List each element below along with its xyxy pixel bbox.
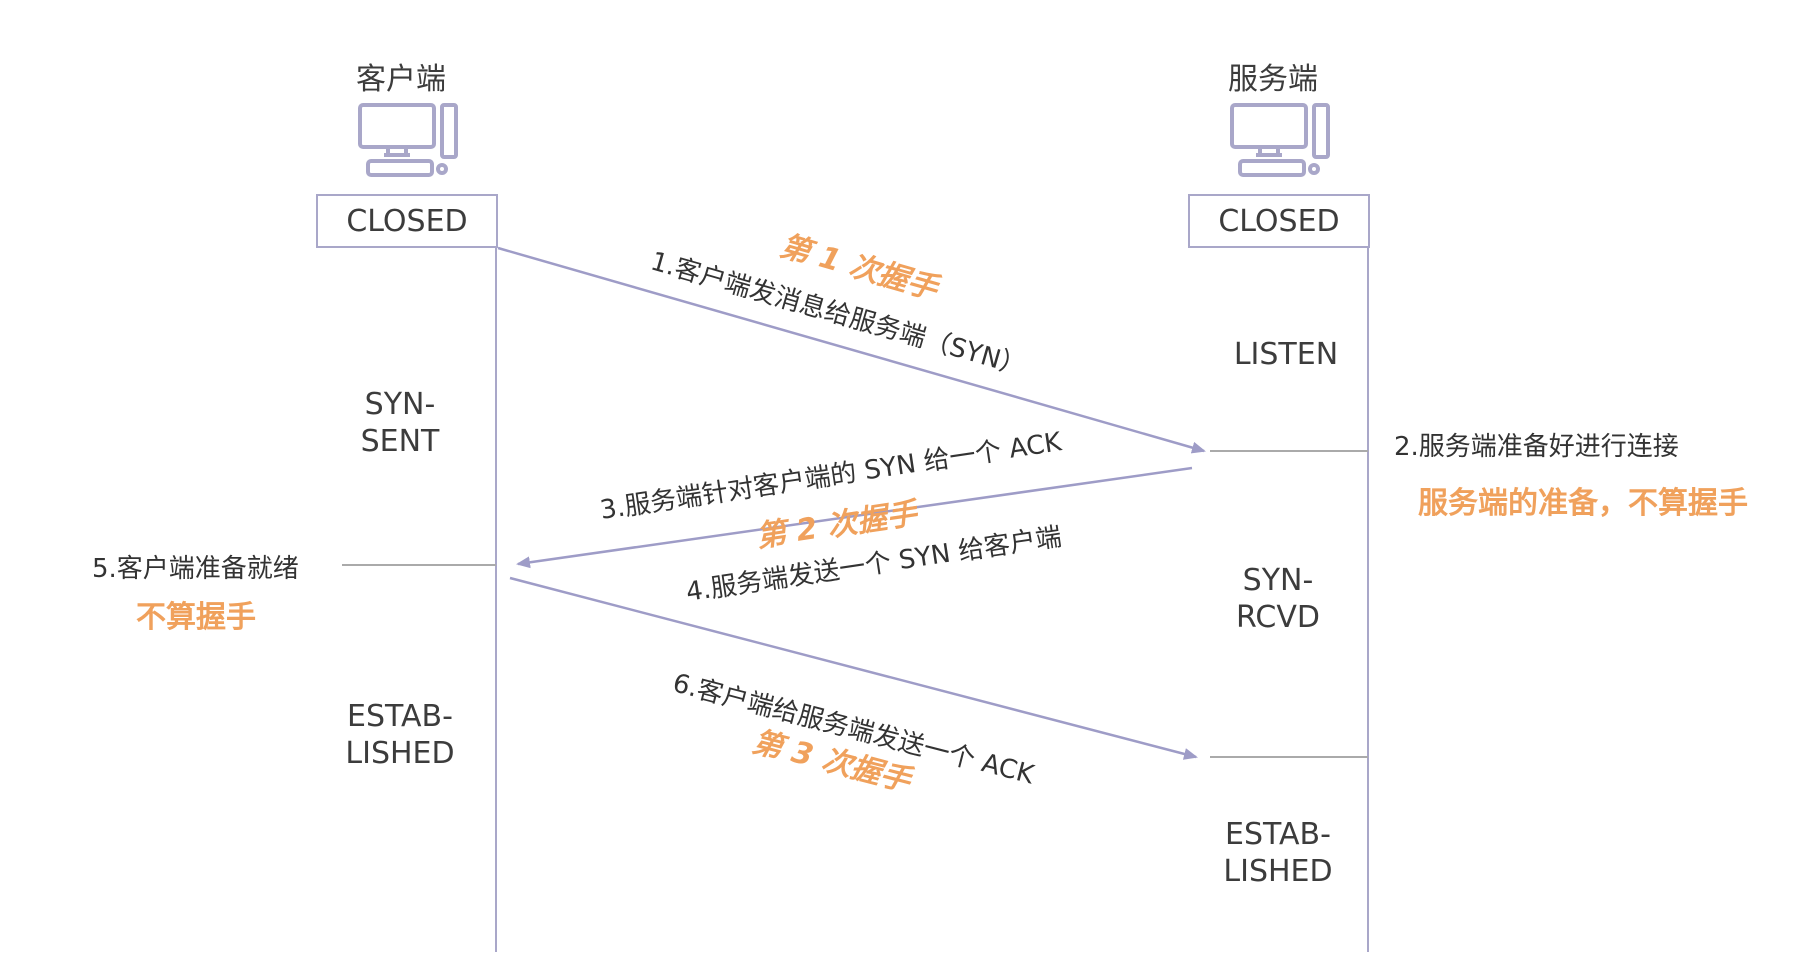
server-ready-tag: 服务端的准备，不算握手	[1418, 486, 1748, 521]
server-state-established: ESTAB- LISHED	[1223, 817, 1333, 889]
server-ready-note: 2.服务端准备好进行连接	[1394, 432, 1679, 462]
client-ready-note: 5.客户端准备就绪	[92, 554, 299, 584]
arrow-syn-ack	[516, 466, 1193, 569]
server-title: 服务端	[1228, 62, 1318, 97]
client-ready-tag: 不算握手	[136, 600, 256, 635]
arrow-ack	[509, 576, 1198, 760]
server-state-syn-rcvd: SYN- RCVD	[1236, 563, 1320, 635]
server-state-listen: LISTEN	[1233, 337, 1339, 372]
client-state-box: CLOSED	[316, 194, 498, 248]
client-title: 客户端	[356, 62, 446, 97]
client-state-established: ESTAB- LISHED	[345, 699, 455, 771]
server-state-box: CLOSED	[1188, 194, 1370, 248]
computer-icon	[358, 103, 458, 177]
arrow-syn	[497, 246, 1206, 454]
computer-icon	[1230, 103, 1330, 177]
client-state-syn-sent: SYN- SENT	[360, 387, 440, 459]
